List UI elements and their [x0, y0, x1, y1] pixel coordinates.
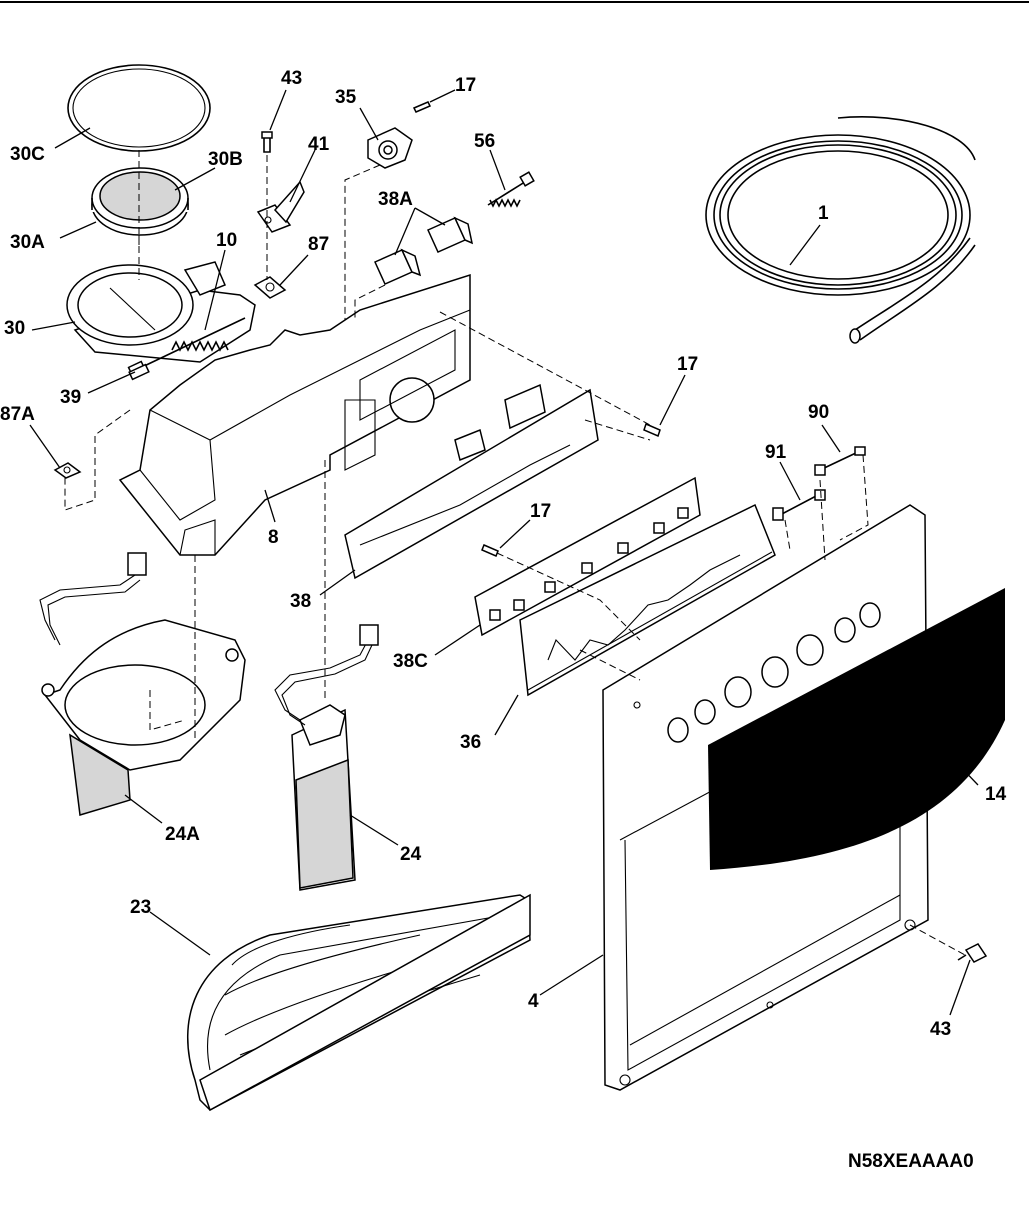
- part-17-screw-top: [414, 102, 430, 112]
- callout-30c: 30C: [10, 144, 45, 165]
- callout-38a: 38A: [378, 189, 413, 210]
- callout-56: 56: [474, 131, 495, 152]
- part-30a-cap: [92, 168, 188, 235]
- part-24-chute-small: [275, 625, 378, 890]
- callout-24: 24: [400, 844, 422, 865]
- callout-43-bottom: 43: [930, 1019, 951, 1040]
- part-30c-gasket: [68, 65, 210, 151]
- callout-41: 41: [308, 134, 330, 155]
- part-17-screw-middle: [482, 545, 498, 556]
- part-24a-ice-chute: [40, 553, 245, 815]
- part-87-plate: [255, 277, 285, 298]
- callout-38: 38: [290, 591, 311, 612]
- callout-14: 14: [985, 784, 1007, 805]
- callout-38c: 38C: [393, 651, 428, 672]
- callout-30b: 30B: [208, 149, 243, 170]
- callout-23: 23: [130, 897, 151, 918]
- callout-30a: 30A: [10, 232, 45, 253]
- part-41-clip: [258, 182, 304, 232]
- callout-87a: 87A: [0, 404, 35, 425]
- callout-10: 10: [216, 230, 237, 251]
- callout-1: 1: [818, 203, 829, 224]
- part-43-screw-top: [262, 132, 272, 152]
- callout-35: 35: [335, 87, 357, 108]
- callout-17-top: 17: [455, 75, 476, 96]
- callout-36: 36: [460, 732, 481, 753]
- drawing-code: N58XEAAAA0: [848, 1151, 974, 1172]
- part-1-tubing-coil: [706, 117, 975, 343]
- callout-91: 91: [765, 442, 787, 463]
- callout-90: 90: [808, 402, 829, 423]
- part-91-pin: [773, 490, 825, 520]
- callout-17-middle: 17: [530, 501, 551, 522]
- callout-24a: 24A: [165, 824, 200, 845]
- callout-87: 87: [308, 234, 329, 255]
- part-56-long-screw: [488, 172, 534, 206]
- part-17-screw-right: [644, 424, 660, 436]
- callout-39: 39: [60, 387, 81, 408]
- callout-8: 8: [268, 527, 279, 548]
- callout-43-top: 43: [281, 68, 302, 89]
- part-23-drip-tray: [188, 895, 530, 1110]
- callout-4: 4: [528, 991, 539, 1012]
- callout-17-right: 17: [677, 354, 698, 375]
- callout-30: 30: [4, 318, 25, 339]
- part-38a-switches: [375, 218, 472, 284]
